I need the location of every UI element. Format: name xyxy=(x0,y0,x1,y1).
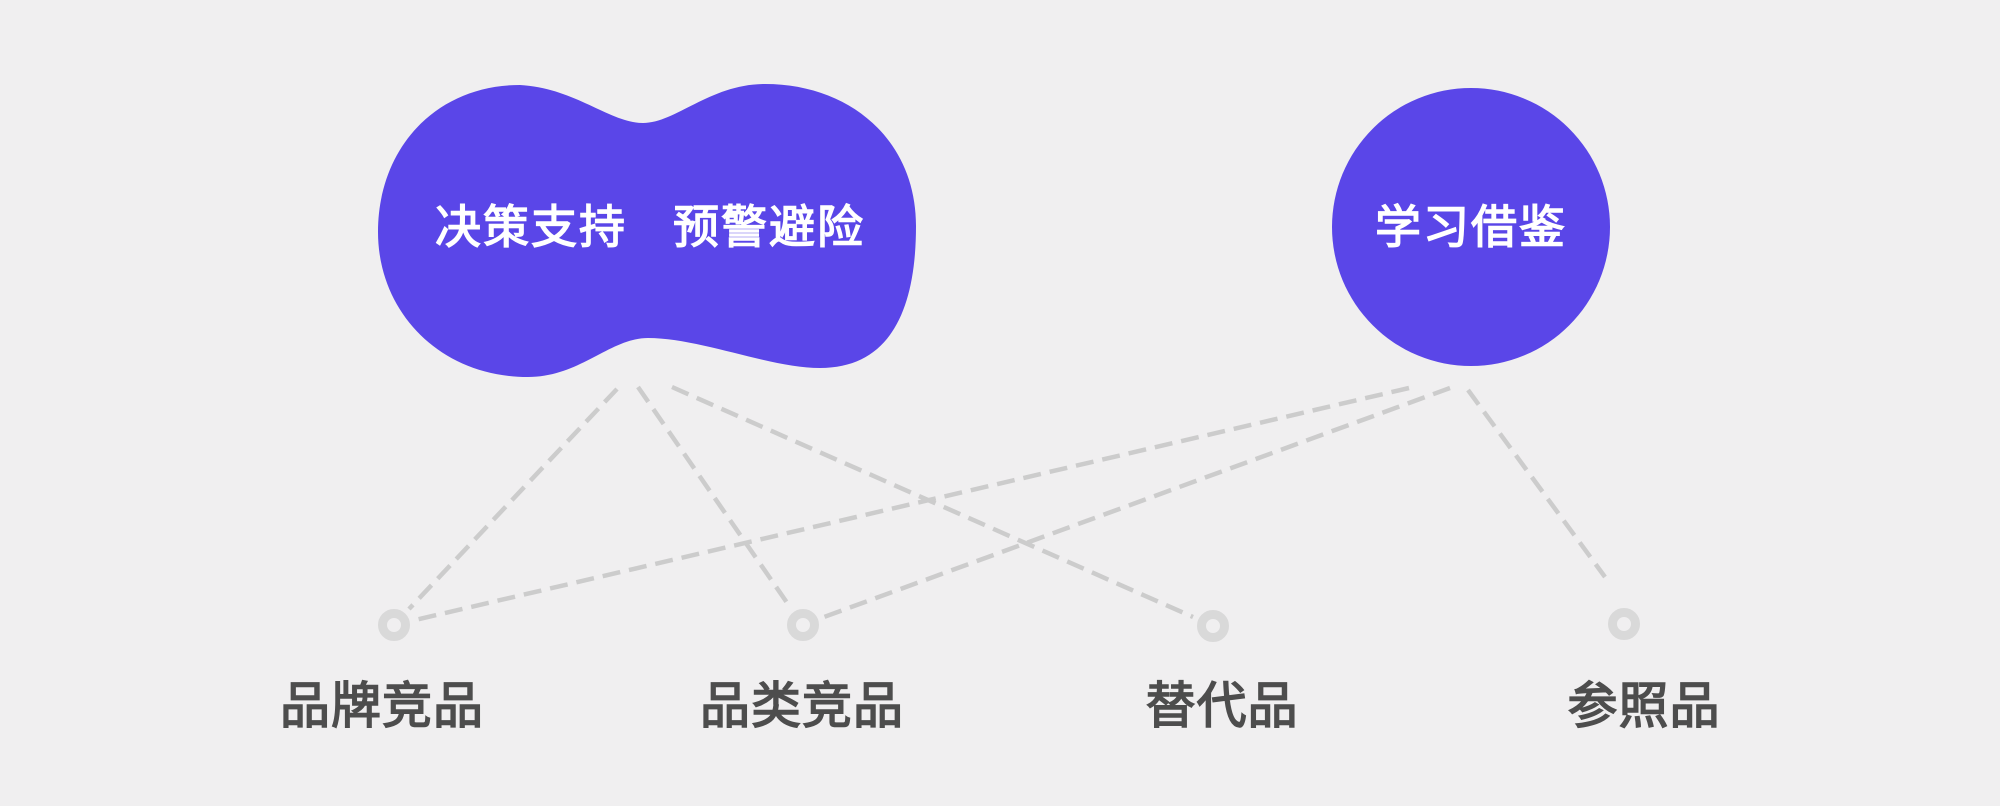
warning-avoidance-text: 预警避险 xyxy=(673,201,865,253)
decision-warning-bubble-caption: 决策支持 预警避险 xyxy=(380,203,920,251)
node-label-substitutes: 替代品 xyxy=(1145,678,1299,734)
node-label-brand-competitors: 品牌竞品 xyxy=(280,678,484,734)
node-marker-substitutes xyxy=(1197,610,1229,642)
edge-learning-to-brand-competitors xyxy=(414,385,1410,623)
learning-reference-text: 学习借鉴 xyxy=(1375,201,1567,253)
node-marker-brand-competitors xyxy=(378,609,410,641)
edge-decision-to-substitutes xyxy=(671,384,1194,620)
learning-bubble-shape xyxy=(1332,88,1610,366)
decision-warning-bubble-shape xyxy=(378,84,916,377)
node-marker-references xyxy=(1608,608,1640,640)
decision-support-text: 决策支持 xyxy=(435,201,627,253)
edge-learning-to-category-competitors xyxy=(823,385,1451,620)
node-label-references: 参照品 xyxy=(1567,678,1721,734)
node-label-category-competitors: 品类竞品 xyxy=(700,678,904,734)
edge-learning-to-references xyxy=(1466,388,1607,579)
edge-decision-to-brand-competitors xyxy=(407,387,619,611)
learning-bubble-caption: 学习借鉴 xyxy=(1311,203,1631,251)
node-marker-category-competitors xyxy=(787,609,819,641)
edge-decision-to-category-competitors xyxy=(636,385,792,609)
